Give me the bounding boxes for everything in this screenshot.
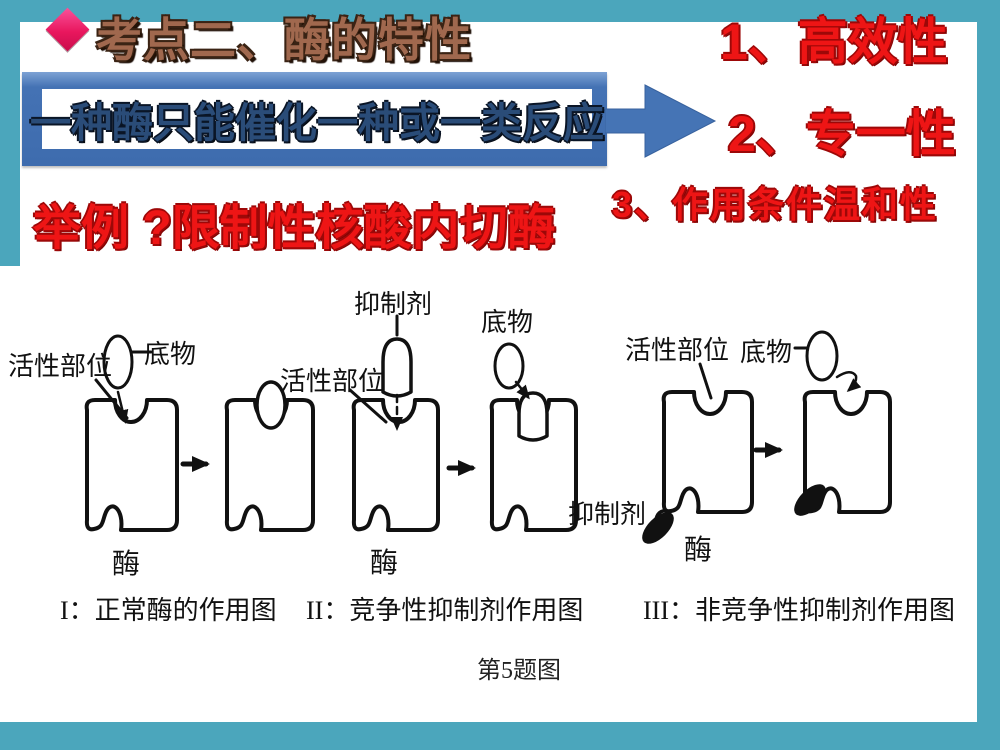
enzyme-label-1: 酶 bbox=[112, 549, 141, 580]
panel-competitive-inhibitor bbox=[348, 314, 578, 532]
active-site-label-2: 活性部位 bbox=[280, 367, 385, 396]
example-text: 举例 ?限制性核酸内切酶 bbox=[33, 202, 556, 255]
inhibitor-seated-bullet bbox=[517, 391, 549, 442]
arrow-right-icon bbox=[605, 84, 717, 158]
bottom-border-bar bbox=[0, 722, 1000, 750]
enzyme-diagram bbox=[84, 314, 892, 544]
enzyme-5-shape bbox=[661, 390, 754, 514]
panel-noncompetitive-inhibitor bbox=[642, 330, 892, 544]
substrate-blocked-arrow bbox=[514, 380, 530, 400]
property-2-specificity: 2、专一性 bbox=[728, 106, 956, 162]
banner-inner-box: 一种酶只能催化一种或一类反应 bbox=[30, 89, 604, 149]
slide-title: 考点二、酶的特性 bbox=[96, 14, 472, 66]
active-site-label-3: 活性部位 bbox=[625, 336, 730, 365]
active-site-leader-line bbox=[698, 362, 713, 400]
substrate-entry-arrow bbox=[116, 390, 129, 424]
caption-panel-1: I：正常酶的作用图 bbox=[60, 596, 277, 625]
inhibitor-bullet bbox=[381, 337, 413, 398]
enzyme-label-3: 酶 bbox=[684, 535, 713, 566]
substrate-oval-3 bbox=[805, 330, 839, 382]
right-border-bar bbox=[977, 0, 1000, 750]
substrate-blocked-arrow bbox=[835, 371, 862, 392]
enzyme-3-shape bbox=[351, 398, 440, 532]
panel-normal-enzyme bbox=[84, 334, 315, 532]
arrow-right-shape bbox=[605, 84, 717, 158]
substrate-label-2: 底物 bbox=[481, 308, 534, 337]
enzyme-1-shape bbox=[84, 398, 179, 532]
inhibitor-black-oval-attached bbox=[642, 512, 674, 544]
substrate-seated-oval bbox=[255, 380, 287, 430]
caption-panel-2: II：竞争性抑制剂作用图 bbox=[306, 596, 584, 625]
key-point-banner: 一种酶只能催化一种或一类反应 bbox=[22, 72, 607, 166]
inhibitor-label-2: 抑制剂 bbox=[354, 290, 433, 319]
figure-caption: 第5题图 bbox=[477, 658, 561, 684]
property-3-mild-conditions: 3、作用条件温和性 bbox=[612, 184, 939, 225]
inhibitor-attachment-hook bbox=[654, 509, 672, 521]
inhibitor-label-3: 抑制剂 bbox=[568, 500, 647, 529]
left-border-bar bbox=[0, 0, 20, 266]
inhibitor-black-oval-bound bbox=[794, 484, 826, 516]
enzyme-label-2: 酶 bbox=[370, 548, 399, 579]
active-site-label-1: 活性部位 bbox=[8, 352, 113, 381]
top-border-bar bbox=[0, 0, 1000, 22]
substrate-label-3: 底物 bbox=[740, 338, 793, 367]
banner-text: 一种酶只能催化一种或一类反应 bbox=[30, 100, 604, 146]
active-site-leader-line bbox=[348, 388, 388, 424]
substrate-oval-2 bbox=[493, 342, 525, 390]
substrate-label-1: 底物 bbox=[144, 340, 197, 369]
caption-panel-3: III：非竞争性抑制剂作用图 bbox=[643, 596, 955, 625]
property-1-high-efficiency: 1、高效性 bbox=[720, 14, 948, 70]
substrate-oval-1 bbox=[102, 334, 134, 390]
